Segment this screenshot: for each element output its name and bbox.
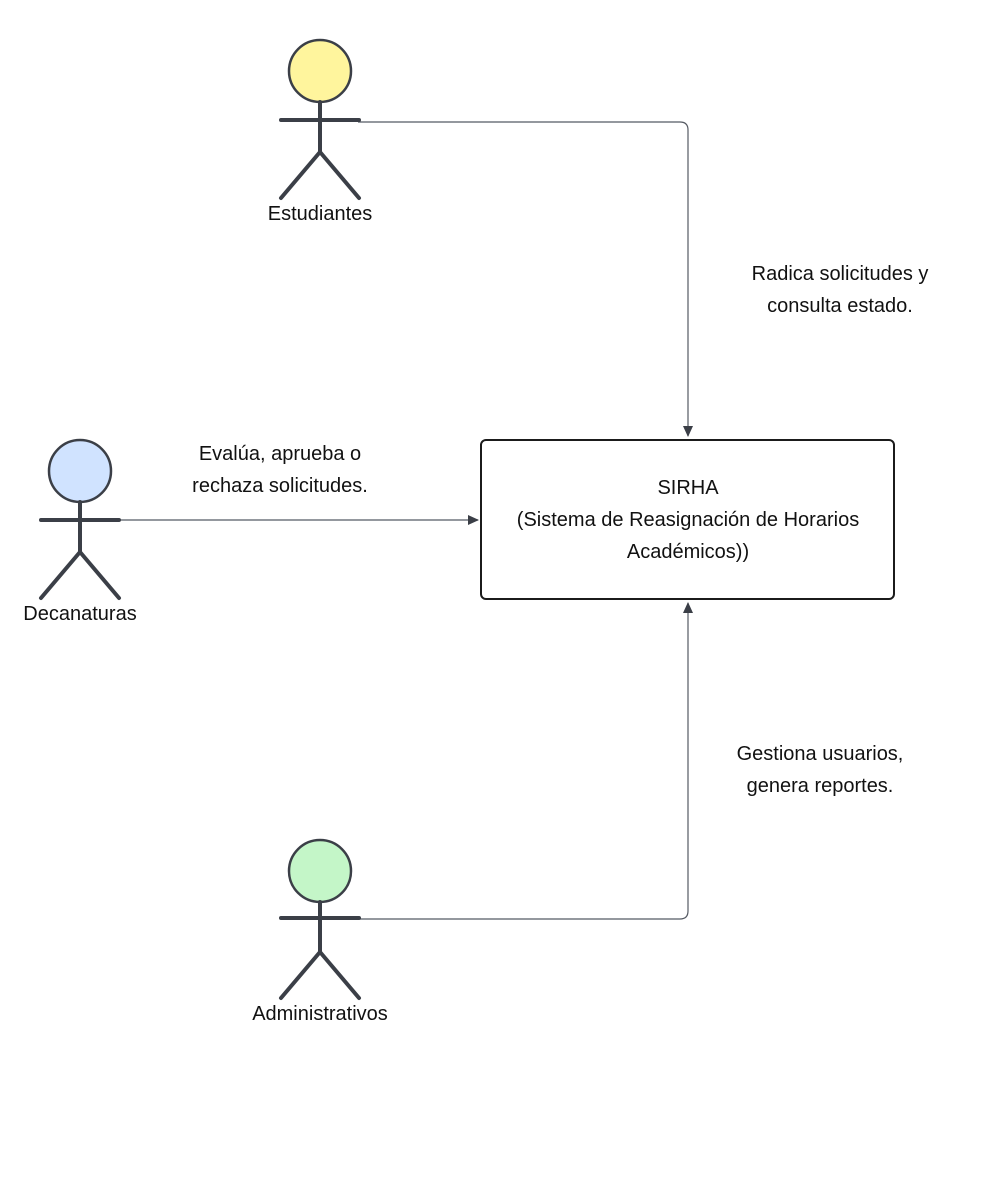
flow-label-decanaturas-line1: Evalúa, aprueba o <box>198 443 362 465</box>
flow-label-decanaturas: Evalúa, aprueba o rechaza solicitudes. <box>160 438 400 502</box>
flow-label-estudiantes-line2: consulta estado. <box>767 295 913 317</box>
flow-label-administrativos: Gestiona usuarios, genera reportes. <box>700 738 940 802</box>
actor-head-estudiantes <box>287 38 353 104</box>
flow-label-estudiantes-line1: Radica solicitudes y <box>751 263 929 285</box>
actor-decanaturas <box>39 438 121 600</box>
system-label: SIRHA (Sistema de Reasignación de Horari… <box>482 472 894 568</box>
flow-label-administrativos-line1: Gestiona usuarios, <box>736 743 904 765</box>
system-box <box>480 439 895 600</box>
actor-name-decanaturas: Decanaturas <box>23 603 137 625</box>
flow-label-decanaturas-line2: rechaza solicitudes. <box>192 475 368 497</box>
actor-head-decanaturas <box>47 438 113 504</box>
flow-label-estudiantes: Radica solicitudes y consulta estado. <box>720 258 960 322</box>
stick-figure-icon <box>39 438 121 600</box>
actor-administrativos <box>279 838 361 1000</box>
system-subtitle-line2: Académicos)) <box>626 541 750 563</box>
system-title: SIRHA <box>657 477 719 499</box>
stick-figure-icon <box>279 38 361 200</box>
flow-administrativos-connector <box>358 602 693 920</box>
actor-name-administrativos: Administrativos <box>252 1003 388 1025</box>
actor-name-estudiantes: Estudiantes <box>267 203 373 225</box>
flow-label-administrativos-line2: genera reportes. <box>746 775 894 797</box>
actor-head-administrativos <box>287 838 353 904</box>
flow-estudiantes-connector <box>358 121 693 437</box>
actor-estudiantes <box>279 38 361 200</box>
system-subtitle-line1: (Sistema de Reasignación de Horarios <box>516 509 860 531</box>
stick-figure-icon <box>279 838 361 1000</box>
